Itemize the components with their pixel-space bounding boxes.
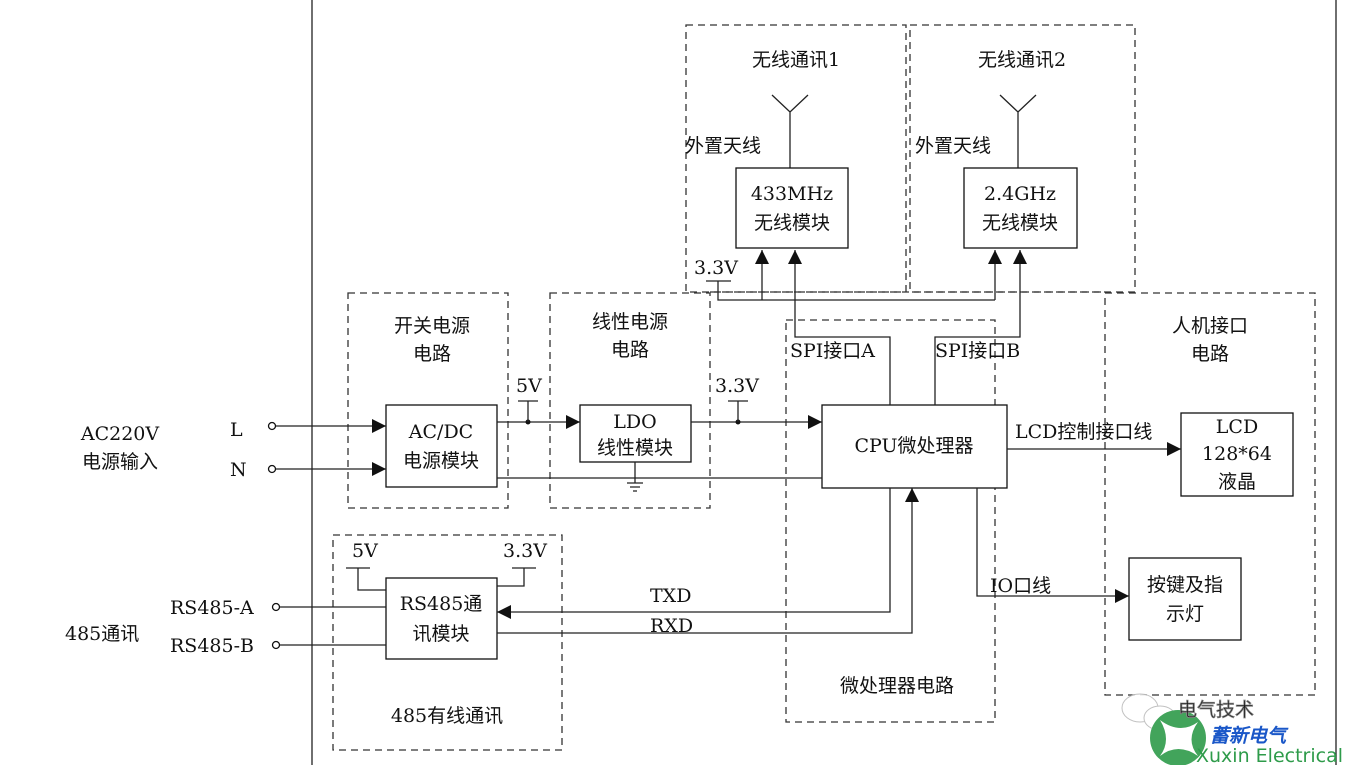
wire-io — [976, 488, 1129, 603]
3v3-tap — [728, 400, 748, 422]
group-rs485 — [332, 534, 563, 751]
group-hmi — [1104, 292, 1316, 696]
rs485-3v3-wire — [497, 567, 536, 587]
block-ldo — [579, 404, 692, 463]
rs485-5v-label: 5V — [352, 540, 378, 562]
rs485-a-label: RS485-A — [170, 597, 254, 619]
block-rs485-line2: 讯模块 — [412, 623, 469, 645]
block-ldo-line1: LDO — [613, 411, 656, 433]
terminal-a — [271, 602, 281, 612]
3v3-label: 3.3V — [715, 375, 759, 397]
rs485-3v3-label: 3.3V — [503, 540, 547, 562]
block-433mhz-line2: 无线模块 — [754, 212, 830, 234]
5v-tap — [518, 400, 538, 422]
wire-3v3-wireless — [706, 280, 995, 301]
block-ldo-line2: 线性模块 — [597, 437, 673, 459]
micro-title: 微处理器电路 — [840, 675, 954, 697]
block-lcd — [1180, 412, 1294, 497]
terminal-n — [267, 464, 277, 474]
wire-spi-a — [788, 250, 891, 405]
ac-input-label-2: 电源输入 — [82, 451, 158, 473]
rxd-label: RXD — [650, 615, 693, 637]
group-linear-power — [549, 292, 711, 509]
wireless2-title: 无线通讯2 — [978, 49, 1066, 71]
block-rs485 — [385, 577, 498, 660]
io-label: IO口线 — [990, 575, 1051, 597]
hmi-title: 人机接口 — [1172, 315, 1248, 337]
watermark-logo — [1121, 693, 1206, 765]
antenna-icon — [999, 94, 1037, 168]
txd-label: TXD — [650, 585, 691, 607]
block-keys — [1128, 557, 1242, 641]
block-433mhz-line1: 433MHz — [751, 183, 833, 205]
wireless-3v3-label: 3.3V — [694, 257, 738, 279]
ground-icon — [627, 462, 643, 492]
block-lcd-line1: LCD — [1216, 416, 1258, 438]
block-acdc-line2: 电源模块 — [403, 450, 479, 472]
block-2-4ghz — [963, 167, 1078, 249]
rs485-5v-wire — [346, 567, 386, 591]
group-wireless1 — [685, 24, 907, 293]
rs485-b-label: RS485-B — [170, 635, 254, 657]
block-cpu-label: CPU微处理器 — [854, 435, 973, 457]
block-rs485-line1: RS485通 — [400, 593, 483, 615]
block-24-line2: 无线模块 — [982, 212, 1058, 234]
hmi-title-2: 电路 — [1191, 343, 1229, 365]
block-433mhz — [735, 167, 849, 249]
block-lcd-line3: 液晶 — [1218, 471, 1256, 493]
wire-txd — [497, 488, 891, 619]
n-label: N — [230, 459, 247, 481]
5v-label: 5V — [516, 375, 542, 397]
block-acdc-line1: AC/DC — [408, 421, 473, 443]
block-acdc — [385, 404, 498, 488]
antenna1-label: 外置天线 — [685, 135, 761, 157]
wire-spi-b — [934, 250, 1027, 405]
terminal-l — [267, 421, 277, 431]
block-lcd-line2: 128*64 — [1202, 443, 1272, 465]
lcd-ctrl-label: LCD控制接口线 — [1015, 421, 1152, 443]
terminal-b — [271, 640, 281, 650]
switch-power-title-2: 电路 — [413, 343, 451, 365]
block-keys-line1: 按键及指 — [1147, 574, 1223, 596]
watermark-brand-en: Xuxin Electrical — [1196, 745, 1343, 765]
antenna-icon — [771, 94, 809, 168]
linear-power-title: 线性电源 — [592, 311, 668, 333]
watermark-channel: 电气技术 — [1178, 699, 1254, 721]
ac-input-label: AC220V — [80, 423, 160, 445]
antenna2-label: 外置天线 — [915, 135, 991, 157]
watermark-brand-cn: 蓄新电气 — [1210, 725, 1289, 747]
switch-power-title: 开关电源 — [394, 315, 470, 337]
linear-power-title-2: 电路 — [611, 339, 649, 361]
group-switch-power — [347, 292, 509, 509]
l-label: L — [230, 419, 243, 441]
group-micro — [785, 319, 996, 723]
wireless1-title: 无线通讯1 — [752, 49, 840, 71]
block-cpu — [821, 404, 1008, 489]
spi-b-label: SPI接口B — [935, 340, 1020, 362]
rs485-comm-label: 485通讯 — [65, 623, 139, 645]
spi-a-label: SPI接口A — [790, 340, 875, 362]
block-keys-line2: 示灯 — [1166, 603, 1204, 625]
rs485-title: 485有线通讯 — [391, 705, 503, 727]
block-24-line1: 2.4GHz — [984, 183, 1056, 205]
wire-rxd — [497, 488, 919, 634]
